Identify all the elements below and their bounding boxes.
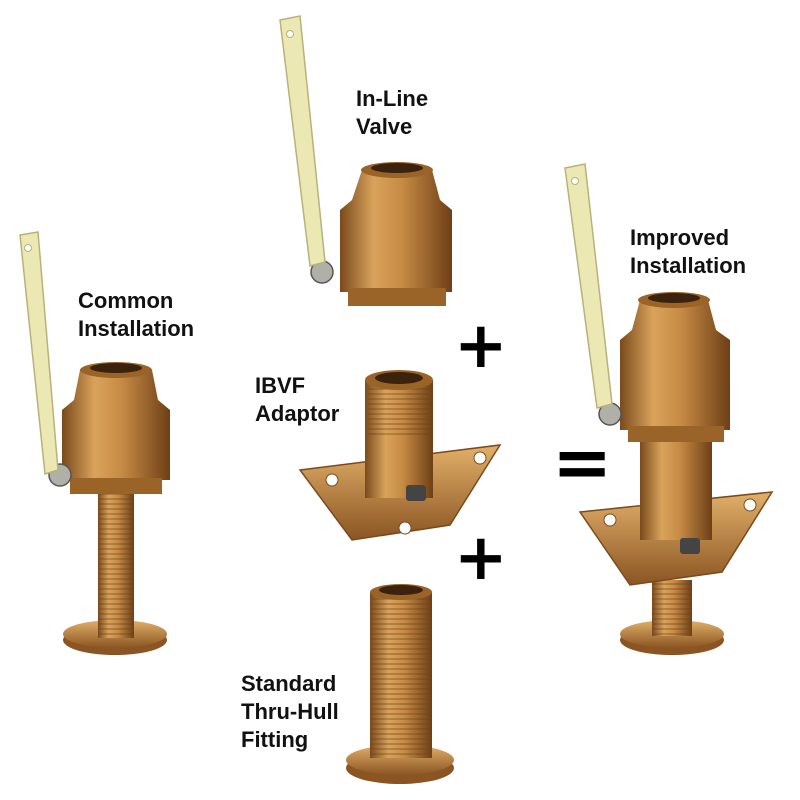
thru-hull-line-1: Standard: [241, 671, 337, 696]
improved-installation-label: Improved Installation: [630, 224, 746, 280]
equals-sign: =: [552, 420, 613, 504]
common-line-1: Common: [78, 288, 174, 313]
left-handle: [19, 231, 59, 475]
inline-valve-assembly: [279, 15, 452, 306]
inline-valve-label: In-Line Valve: [356, 85, 428, 141]
thru-hull-line-2: Thru-Hull: [241, 699, 339, 724]
inline-valve-line-1: In-Line: [356, 86, 429, 111]
improved-line-1: Improved: [630, 225, 730, 250]
adaptor-line-2: Adaptor: [255, 401, 340, 426]
ibvf-adaptor: [298, 370, 502, 541]
inline-valve-line-2: Valve: [356, 114, 413, 139]
thru-hull-fitting: [346, 584, 454, 784]
inline-valve-body: [340, 170, 452, 292]
inline-handle: [279, 15, 326, 267]
adaptor-set-screw: [406, 485, 426, 501]
left-valve-body: [62, 370, 170, 480]
improved-installation-assembly: [564, 163, 774, 655]
plus-sign-bottom: +: [454, 521, 508, 595]
improved-line-2: Installation: [630, 253, 747, 278]
common-installation-assembly: [19, 231, 170, 655]
thru-hull-label: Standard Thru-Hull Fitting: [241, 670, 339, 754]
common-installation-label: Common Installation: [78, 287, 194, 343]
right-valve-body: [620, 300, 730, 430]
adaptor-line-1: IBVF: [255, 373, 306, 398]
thru-hull-line-3: Fitting: [241, 727, 309, 752]
common-line-2: Installation: [78, 316, 195, 341]
ibvf-adaptor-label: IBVF Adaptor: [255, 372, 339, 428]
right-handle: [564, 163, 613, 409]
plus-sign-top: +: [454, 309, 508, 383]
